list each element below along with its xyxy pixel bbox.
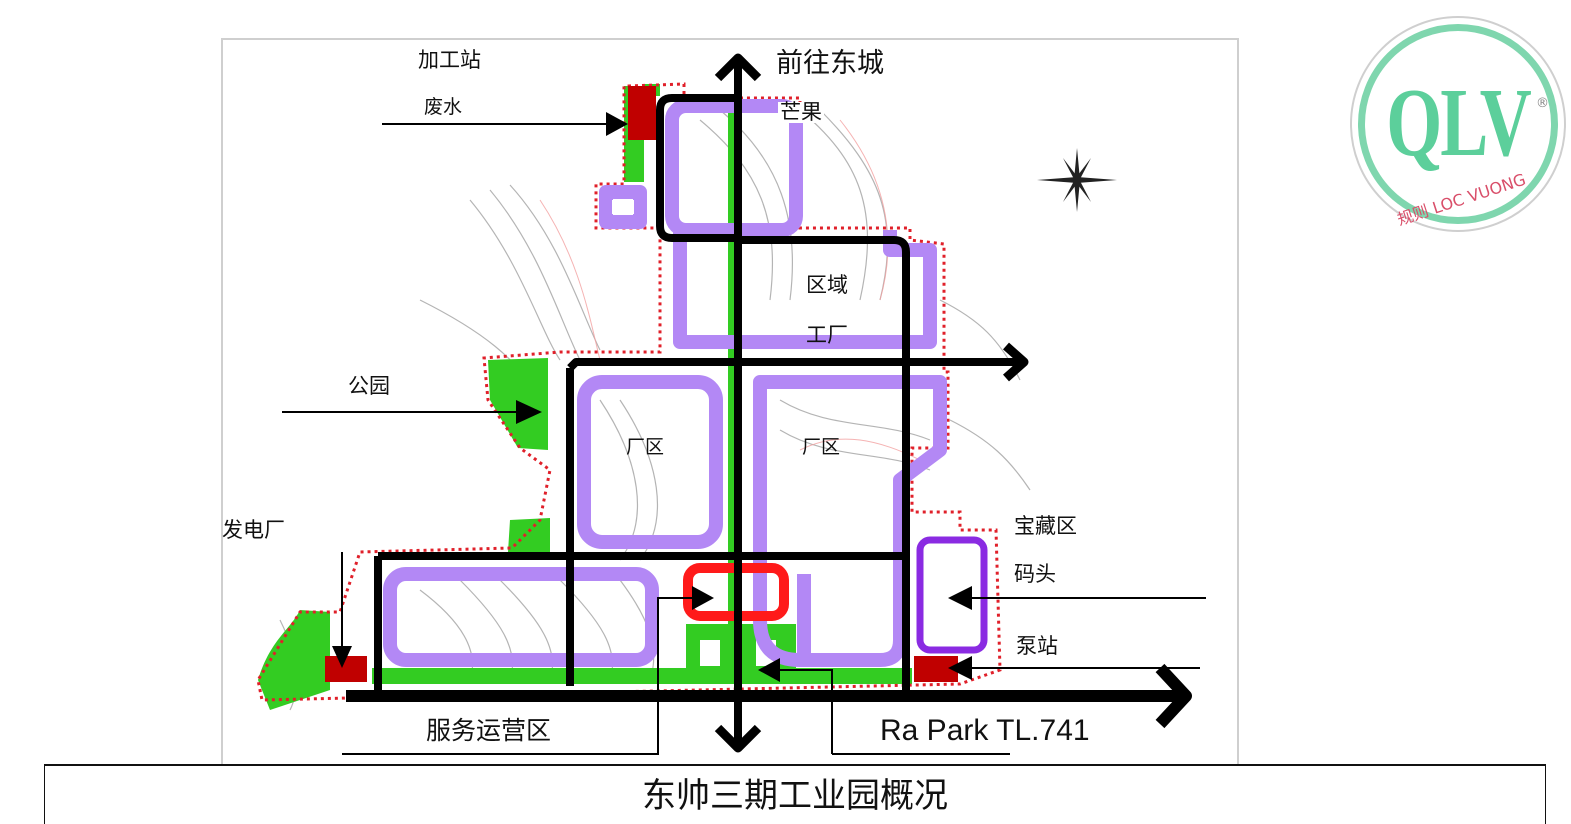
label-pump-station: 泵站 <box>1016 634 1058 658</box>
label-road-name: Ra Park TL.741 <box>880 714 1090 747</box>
label-dock: 码头 <box>1014 562 1056 586</box>
label-zone: 区域 <box>806 273 848 297</box>
plot-outlines <box>383 99 947 667</box>
label-power-plant: 发电厂 <box>222 518 285 542</box>
label-service-ops-area: 服务运营区 <box>426 716 552 745</box>
logo-outer-ring <box>1350 16 1566 232</box>
logo-mark: QLV <box>1386 68 1531 177</box>
registered-icon: ® <box>1536 96 1549 111</box>
road-network <box>346 53 1192 753</box>
site-boundary <box>256 82 1002 702</box>
label-factory: 工厂 <box>806 323 848 347</box>
utility-blocks <box>325 86 958 682</box>
map-caption: 东帅三期工业园概况 <box>642 776 948 816</box>
label-plant-area-right: 厂区 <box>802 436 841 458</box>
label-park: 公园 <box>348 374 390 398</box>
label-plant-area-left: 厂区 <box>626 436 665 458</box>
label-processing-station: 加工站 <box>418 48 481 72</box>
green-gap <box>700 640 720 666</box>
qlv-logo: QLV ® 规则 LOC VUONG <box>1350 16 1566 232</box>
treasure-zone-block <box>916 536 988 654</box>
annotation-arrows <box>282 123 1206 755</box>
contour-lines <box>279 109 1031 711</box>
caption-box: 东帅三期工业园概况 <box>44 764 1546 824</box>
label-wastewater: 废水 <box>424 96 463 118</box>
label-mango: 芒果 <box>778 100 824 124</box>
arrowheads <box>332 112 972 682</box>
logo-inner-ring <box>1358 24 1558 224</box>
label-to-east-city: 前往东城 <box>776 48 884 79</box>
compass-rose-icon <box>1037 148 1117 212</box>
label-treasure-area: 宝藏区 <box>1014 514 1077 538</box>
